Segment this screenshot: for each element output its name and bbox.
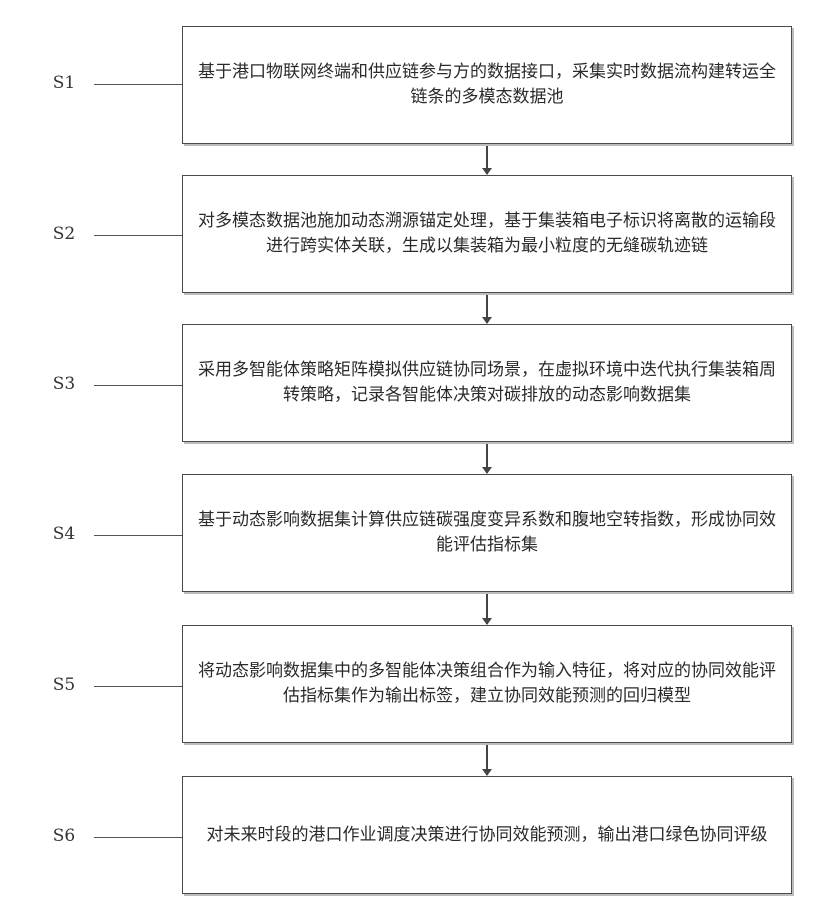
step-box-s3: 采用多智能体策略矩阵模拟供应链协同场景，在虚拟环境中迭代执行集装箱周转策略，记录… [182, 324, 792, 442]
step-label-s1: S1 [40, 73, 88, 93]
leader-line-s2 [94, 235, 182, 236]
arrow-s5-s6 [486, 745, 488, 775]
step-box-s2: 对多模态数据池施加动态溯源锚定处理，基于集装箱电子标识将离散的运输段进行跨实体关… [182, 175, 792, 293]
step-text-s6: 对未来时段的港口作业调度决策进行协同效能预测，输出港口绿色协同评级 [207, 823, 768, 848]
leader-line-s3 [94, 385, 182, 386]
step-label-s2: S2 [40, 224, 88, 244]
step-box-s6: 对未来时段的港口作业调度决策进行协同效能预测，输出港口绿色协同评级 [182, 776, 792, 894]
step-label-s5: S5 [40, 675, 88, 695]
leader-line-s4 [94, 535, 182, 536]
arrow-s4-s5 [486, 594, 488, 624]
step-text-s1: 基于港口物联网终端和供应链参与方的数据接口，采集实时数据流构建转运全链条的多模态… [197, 60, 777, 110]
step-text-s3: 采用多智能体策略矩阵模拟供应链协同场景，在虚拟环境中迭代执行集装箱周转策略，记录… [197, 358, 777, 408]
step-box-s1: 基于港口物联网终端和供应链参与方的数据接口，采集实时数据流构建转运全链条的多模态… [182, 26, 792, 144]
step-label-s3: S3 [40, 374, 88, 394]
step-label-s6: S6 [40, 826, 88, 846]
step-box-s4: 基于动态影响数据集计算供应链碳强度变异系数和腹地空转指数，形成协同效能评估指标集 [182, 474, 792, 592]
step-text-s4: 基于动态影响数据集计算供应链碳强度变异系数和腹地空转指数，形成协同效能评估指标集 [197, 508, 777, 558]
step-text-s2: 对多模态数据池施加动态溯源锚定处理，基于集装箱电子标识将离散的运输段进行跨实体关… [197, 209, 777, 259]
leader-line-s5 [94, 686, 182, 687]
arrow-s1-s2 [486, 146, 488, 174]
arrow-s3-s4 [486, 444, 488, 473]
leader-line-s6 [94, 837, 182, 838]
step-label-s4: S4 [40, 524, 88, 544]
step-text-s5: 将动态影响数据集中的多智能体决策组合作为输入特征，将对应的协同效能评估指标集作为… [197, 659, 777, 709]
step-box-s5: 将动态影响数据集中的多智能体决策组合作为输入特征，将对应的协同效能评估指标集作为… [182, 625, 792, 743]
leader-line-s1 [94, 84, 182, 85]
arrow-s2-s3 [486, 295, 488, 323]
